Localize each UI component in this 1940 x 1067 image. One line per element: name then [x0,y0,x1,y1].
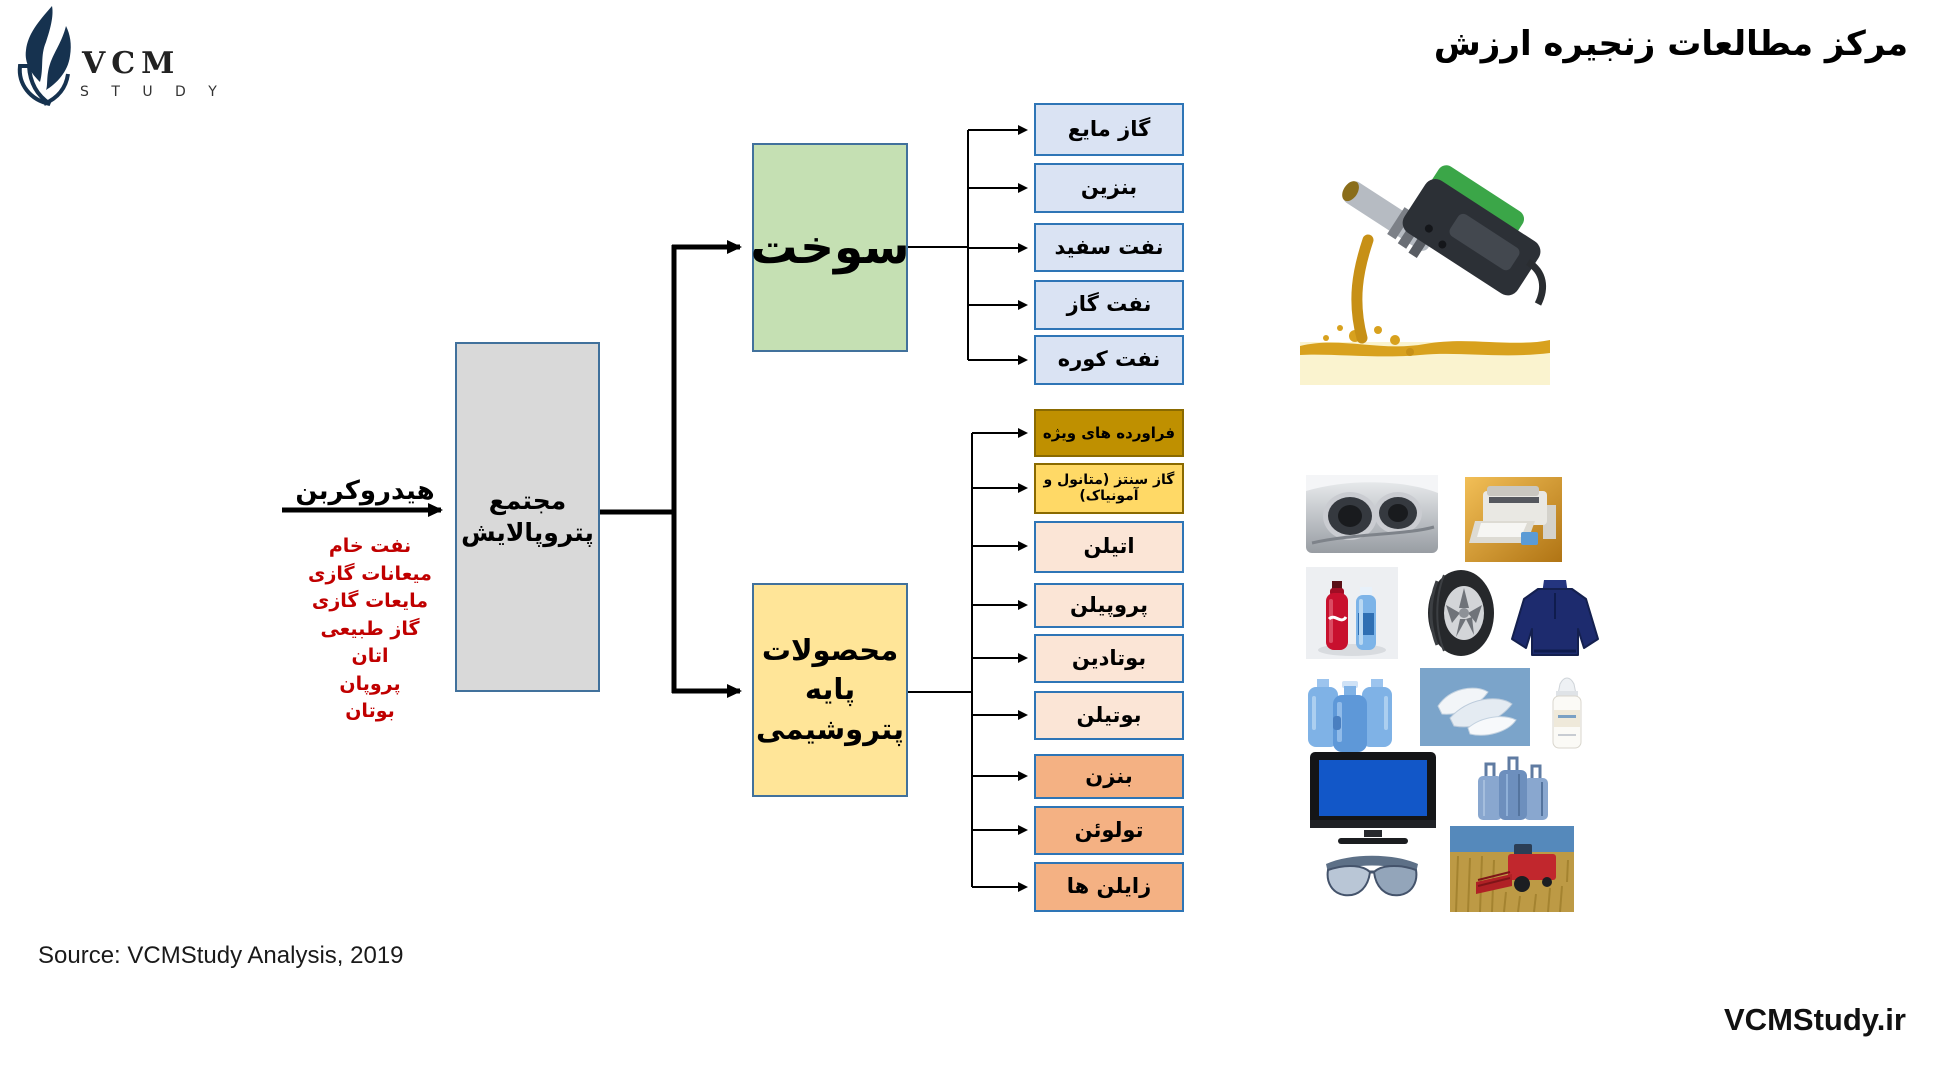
printer-icon [1465,477,1562,562]
feedstock-item: مایعات گازی [311,590,429,612]
feedstock-item: گاز طبیعی [320,617,420,640]
feedstock-item: نفت خام [328,535,412,557]
page-title: مرکز مطالعات زنجیره ارزش [1433,24,1908,64]
fuel-product-lpg: گاز مایع [1034,103,1184,156]
feedstock-list: نفت خام میعانات گازی مایعات گازی گاز طبی… [285,533,455,726]
sunglasses-image [1320,846,1424,906]
baby-bottle-icon [1552,677,1582,749]
bottles-icon [1306,567,1398,659]
petchem-product-butylene: بوتیلن [1034,691,1184,740]
diapers-icon [1420,668,1530,746]
feedstock-item: میعانات گازی [308,562,432,585]
sweater-icon [1511,580,1599,656]
combine-harvester-icon [1450,826,1574,913]
node-fuel: سوخت [750,143,910,352]
website-url: VCMStudy.ir [1724,1002,1906,1037]
petchem-product-toluene: تولوئن [1034,806,1184,855]
luggage-icon [1478,756,1548,820]
fuel-product-gasoil: نفت گاز [1034,280,1184,330]
petchem-product-ethylene: اتیلن [1034,521,1184,573]
logo-sub-text: S T U D Y [80,84,226,100]
flame-icon [17,6,71,106]
hydrocarbon-label: هیدروکربن [295,476,435,506]
sweater-image [1508,567,1602,666]
node-petro-refining-complex: مجتمع پتروپالایش [455,342,600,692]
tire-icon [1428,570,1494,656]
tv-icon [1310,752,1436,844]
car-headlight-image [1306,475,1438,557]
petchem-product-propylene: پروپیلن [1034,583,1184,628]
printer-image [1465,477,1562,566]
beverage-bottles-image [1306,567,1398,663]
fuel-product-kerosene: نفت سفید [1034,223,1184,272]
water-jugs-image [1304,668,1396,756]
car-headlight-icon [1306,475,1438,553]
fuel-nozzle-image [1300,100,1550,389]
feedstock-item: بوتان [345,700,395,722]
tire-image [1426,567,1496,663]
baby-bottle-image [1546,668,1588,756]
source-note: Source: VCMStudy Analysis, 2019 [38,942,404,969]
fuel-product-fueloil: نفت کوره [1034,335,1184,385]
node-basic-petrochemical-products: محصولات پایه پتروشیمی [752,583,908,797]
fuel-nozzle-pouring-icon [1300,165,1550,385]
petchem-product-special: فراورده های ویژه [1034,409,1184,457]
feedstock-item: پروپان [339,672,401,695]
harvester-image [1450,826,1574,916]
tv-image [1308,750,1438,852]
petchem-product-xylenes: زایلن ها [1034,862,1184,912]
logo-brand-text: VCM [82,46,181,81]
petchem-product-butadiene: بوتادین [1034,634,1184,683]
petchem-product-benzene: بنزن [1034,754,1184,799]
water-jugs-icon [1308,679,1392,752]
sunglasses-icon [1326,855,1418,897]
fuel-product-gasoline: بنزین [1034,163,1184,213]
petchem-product-syngas: گاز سنتز (متانول و آمونیاک) [1034,463,1184,514]
vcm-study-logo: VCM S T U D Y [10,4,230,109]
diapers-image [1420,668,1530,750]
luggage-image [1476,756,1550,828]
feedstock-item: اتان [351,645,389,667]
